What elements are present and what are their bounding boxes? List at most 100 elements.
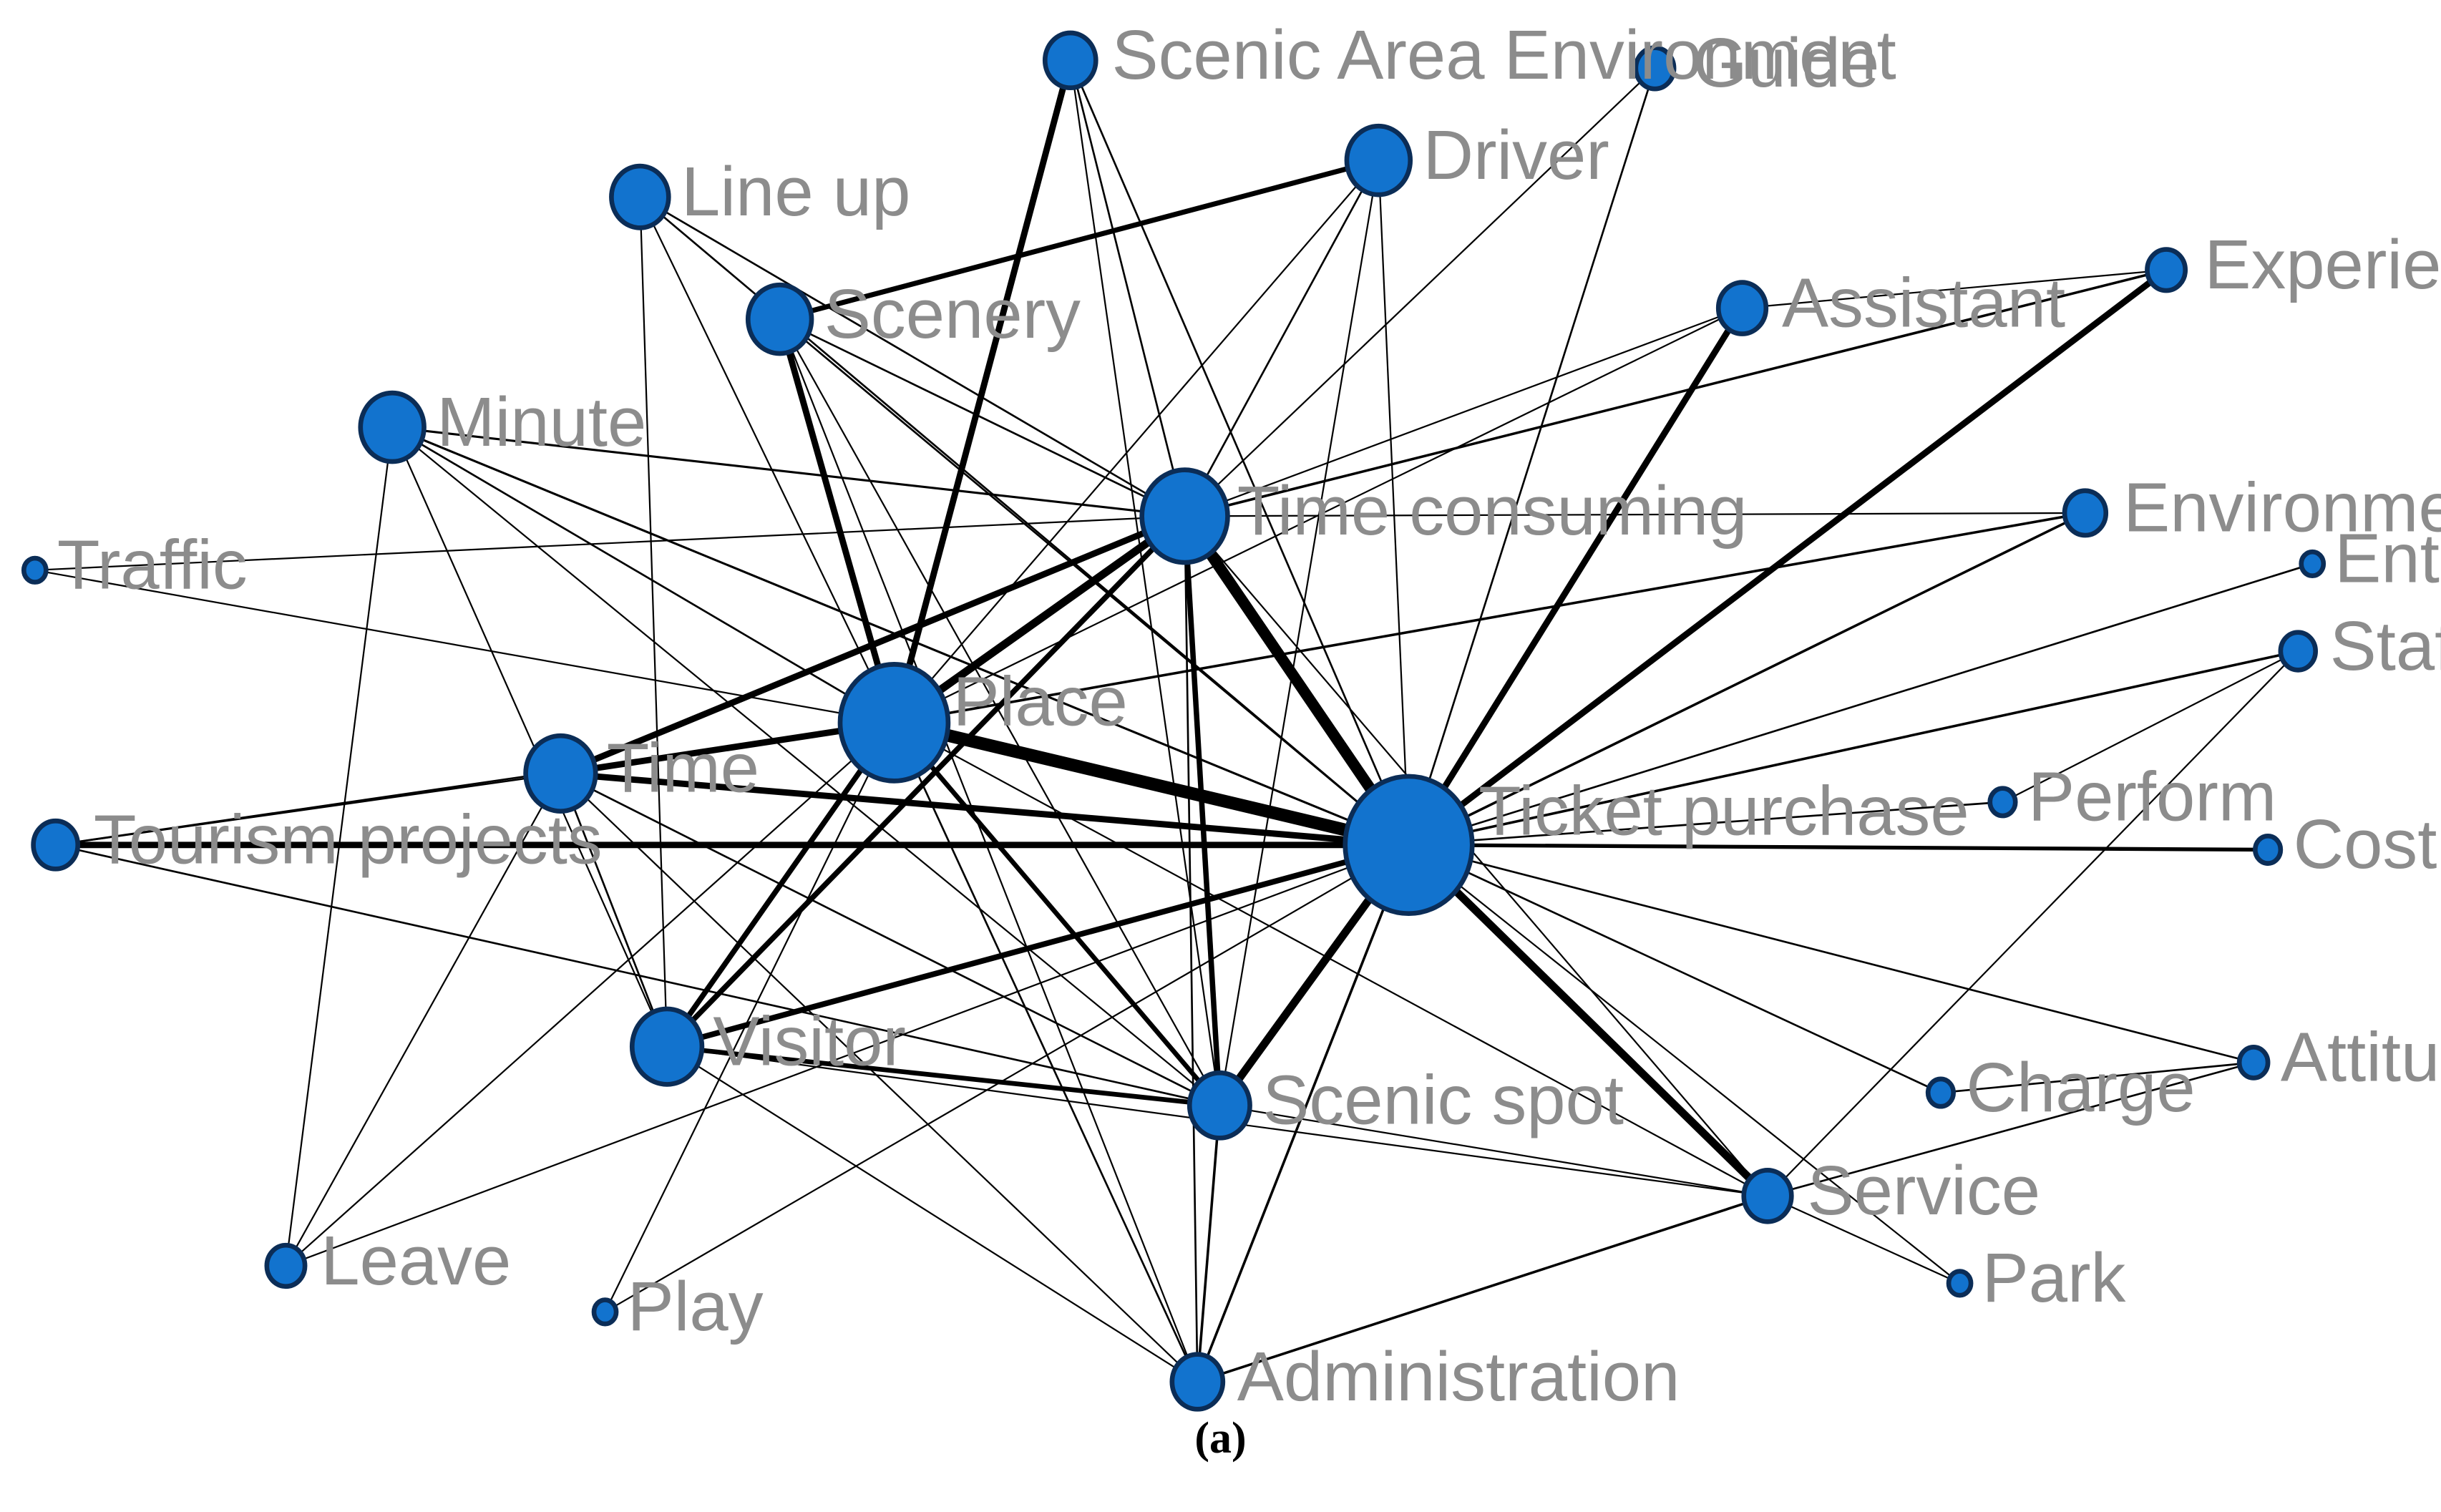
graph-edge <box>1408 801 2003 847</box>
graph-edge <box>285 722 895 1267</box>
graph-node-line_up[interactable] <box>609 163 671 230</box>
graph-edge <box>285 773 562 1267</box>
node-label-scenery: Scenery <box>824 275 1081 353</box>
graph-edge <box>1408 844 1941 1094</box>
graph-edge <box>1408 843 2269 852</box>
graph-node-assistant[interactable] <box>1715 280 1769 336</box>
graph-node-cost[interactable] <box>2253 833 2284 866</box>
graph-edge <box>391 426 1221 1106</box>
graph-edge <box>55 772 561 847</box>
graph-node-traffic[interactable] <box>21 555 49 585</box>
graph-edge <box>286 844 1409 1267</box>
graph-edge <box>1408 512 2086 847</box>
node-label-perform: Perform <box>2028 758 2276 836</box>
graph-node-place[interactable] <box>837 662 951 784</box>
graph-edge <box>1406 267 2168 848</box>
node-label-place: Place <box>953 662 1128 740</box>
node-label-time: Time <box>607 729 759 807</box>
node-label-assistant: Assistant <box>1782 263 2065 341</box>
graph-edge <box>1196 1105 1222 1382</box>
graph-edge <box>1184 160 1380 517</box>
graph-edge <box>1767 1195 1961 1284</box>
graph-edge <box>391 426 1185 517</box>
graph-node-administration[interactable] <box>1169 1352 1226 1412</box>
graph-edge <box>893 160 1380 723</box>
graph-edge <box>560 770 1409 849</box>
graph-edge <box>1069 59 1410 846</box>
graph-edge <box>34 515 1185 571</box>
graph-edge <box>604 722 895 1312</box>
graph-node-scenic_area_environment[interactable] <box>1042 30 1098 91</box>
nodes-layer <box>21 30 2326 1412</box>
graph-edge <box>1184 512 2085 517</box>
graph-node-park[interactable] <box>1946 1269 1974 1298</box>
graph-node-experience[interactable] <box>2145 247 2188 293</box>
graph-edge <box>1184 515 1768 1197</box>
graph-edge <box>1405 306 1745 847</box>
graph-node-leave[interactable] <box>264 1242 308 1289</box>
graph-node-scenic_spot[interactable] <box>1187 1070 1252 1141</box>
graph-edge <box>559 513 1187 777</box>
graph-edge <box>666 1045 1198 1382</box>
node-label-cost: Cost <box>2294 805 2437 883</box>
node-label-line_up: Line up <box>681 152 910 230</box>
graph-edge <box>779 157 1380 322</box>
graph-edge <box>604 844 1410 1313</box>
node-label-visitor: Visitor <box>713 1002 905 1080</box>
graph-node-environment[interactable] <box>2062 488 2109 538</box>
graph-node-driver[interactable] <box>1344 123 1413 197</box>
node-label-leave: Leave <box>321 1221 511 1299</box>
graph-node-staff[interactable] <box>2278 630 2319 673</box>
graph-node-entrance[interactable] <box>2299 549 2326 579</box>
graph-node-visitor[interactable] <box>629 1006 705 1087</box>
graph-edge <box>560 772 1220 1106</box>
graph-edge <box>560 773 668 1048</box>
graph-node-guide[interactable] <box>1633 45 1677 92</box>
graph-node-time_consuming[interactable] <box>1139 467 1230 565</box>
graph-node-charge[interactable] <box>1925 1076 1957 1109</box>
graph-edge <box>776 318 897 724</box>
graph-edge <box>1196 844 1410 1382</box>
graph-edge <box>666 1044 1220 1108</box>
graph-node-attitude[interactable] <box>2236 1044 2271 1081</box>
graph-node-tourism_projects[interactable] <box>31 818 81 872</box>
node-label-attitude: Attitude <box>2281 1018 2441 1096</box>
node-label-scenic_area_environment: Scenic Area Environment <box>1111 16 1896 94</box>
graph-edge <box>1069 60 1186 517</box>
graph-edge <box>1184 268 2167 518</box>
graph-edge <box>1181 516 1223 1106</box>
graph-edge <box>779 318 1186 517</box>
graph-node-scenery[interactable] <box>745 282 814 356</box>
graph-edge <box>894 512 2086 724</box>
graph-edge <box>1767 650 2299 1197</box>
graph-edge <box>1219 160 1380 1106</box>
graph-edge <box>666 842 1410 1050</box>
node-label-administration: Administration <box>1237 1337 1680 1415</box>
node-label-entrance: Entrance <box>2334 520 2441 598</box>
graph-edge <box>1940 1061 2254 1094</box>
graph-edge <box>1408 844 1961 1284</box>
graph-node-perform[interactable] <box>1987 786 2018 819</box>
node-label-driver: Driver <box>1423 116 1609 194</box>
graph-node-ticket_purchase[interactable] <box>1343 774 1475 917</box>
edges-layer <box>34 59 2313 1383</box>
graph-node-time[interactable] <box>523 733 598 814</box>
graph-node-play[interactable] <box>591 1297 619 1327</box>
node-label-service: Service <box>1808 1151 2041 1229</box>
graph-edge <box>1742 269 2167 309</box>
node-label-time_consuming: Time consuming <box>1237 472 1748 550</box>
graph-edge <box>892 512 1187 726</box>
graph-edge <box>892 721 1222 1107</box>
graph-edge <box>1184 67 1656 517</box>
graph-edge <box>2002 650 2299 803</box>
graph-edge <box>1405 842 1770 1199</box>
graph-node-minute[interactable] <box>358 390 427 464</box>
graph-edge <box>34 569 895 723</box>
node-label-scenic_spot: Scenic spot <box>1262 1061 1624 1139</box>
graph-node-service[interactable] <box>1741 1168 1794 1224</box>
node-label-charge: Charge <box>1966 1048 2195 1126</box>
graph-edge <box>1184 307 1743 517</box>
graph-edge <box>1767 1061 2254 1197</box>
